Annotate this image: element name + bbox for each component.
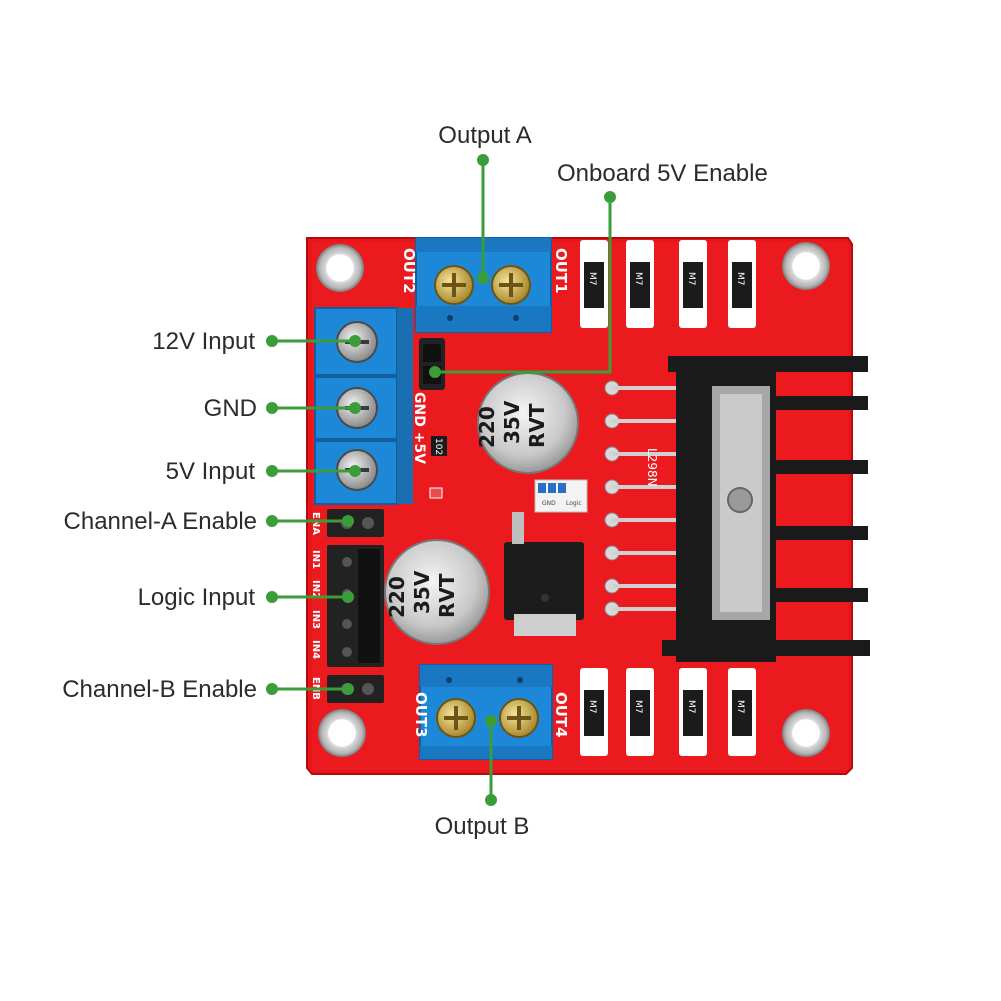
callout-output-a: Output A [438, 122, 531, 149]
silk-power-label: GND +5V [411, 392, 427, 464]
diodes-bottom [580, 668, 756, 756]
heatsink [662, 356, 870, 662]
smd-label-area: GND Logic [534, 479, 588, 513]
line-onboard-5v [435, 197, 612, 374]
callout-channel-b-enable: Channel-B Enable [62, 676, 257, 703]
callout-5v-input: 5V Input [166, 458, 256, 485]
diode-2 [626, 240, 654, 328]
diode-6 [626, 668, 654, 756]
mounting-hole-top-left [316, 244, 364, 292]
smd-logic-label: Logic [566, 500, 582, 507]
diode-code-2: M7 [633, 272, 643, 286]
chip-marking: L298N [645, 448, 659, 487]
voltage-regulator [504, 512, 584, 636]
mounting-hole-top-right [782, 242, 830, 290]
diode-code-7: M7 [686, 700, 696, 714]
diode-code-3: M7 [686, 272, 696, 286]
terminal-block-power [314, 307, 413, 505]
cap-lower-brand: RVT [435, 573, 459, 618]
callout-12v-input: 12V Input [152, 328, 255, 355]
diode-4 [728, 240, 756, 328]
silk-in1: IN1 [310, 550, 321, 569]
jumper-5v-enable [419, 338, 445, 390]
capacitor-upper: 220 35V RVT [475, 372, 579, 474]
cap-upper-brand: RVT [525, 403, 549, 448]
cap-upper-voltage: 35V [500, 400, 524, 444]
smd-gnd-label: GND [542, 500, 556, 507]
mounting-hole-bottom-left [318, 709, 366, 757]
silk-ena: ENA [310, 512, 321, 535]
diode-5 [580, 668, 608, 756]
cap-upper-value: 220 [475, 406, 499, 448]
resistor-code: 102 [433, 438, 443, 455]
callout-lines [272, 160, 612, 800]
chip-pins [604, 380, 680, 617]
diode-code-5: M7 [587, 700, 597, 714]
silk-in3: IN3 [310, 610, 321, 629]
silk-in4: IN4 [310, 640, 321, 659]
diode-8 [728, 668, 756, 756]
diode-1 [580, 240, 608, 328]
smd-resistor: 102 [431, 436, 447, 456]
callout-onboard-5v-enable: Onboard 5V Enable [557, 160, 768, 187]
silk-out1: OUT1 [552, 248, 570, 294]
cap-lower-value: 220 [385, 576, 409, 618]
mounting-hole-bottom-right [782, 709, 830, 757]
diode-7 [679, 668, 707, 756]
terminal-block-output-b [419, 664, 553, 760]
callout-channel-a-enable: Channel-A Enable [64, 508, 257, 535]
silk-in2: IN2 [310, 580, 321, 599]
cap-lower-voltage: 35V [410, 570, 434, 614]
diode-code-4: M7 [735, 272, 745, 286]
capacitor-lower: 220 35V RVT [384, 539, 490, 645]
power-led [429, 487, 443, 499]
diode-code-6: M7 [633, 700, 643, 714]
silk-out3: OUT3 [412, 692, 430, 738]
silk-out2: OUT2 [400, 248, 418, 294]
diode-code-1: M7 [587, 272, 597, 286]
callout-gnd: GND [204, 395, 257, 422]
logic-header [327, 509, 384, 703]
diode-code-8: M7 [735, 700, 745, 714]
diode-3 [679, 240, 707, 328]
silk-out4: OUT4 [552, 692, 570, 738]
callout-logic-input: Logic Input [138, 584, 256, 611]
diodes-top [580, 240, 756, 328]
callout-output-b: Output B [435, 813, 530, 840]
callout-dots [266, 154, 616, 806]
